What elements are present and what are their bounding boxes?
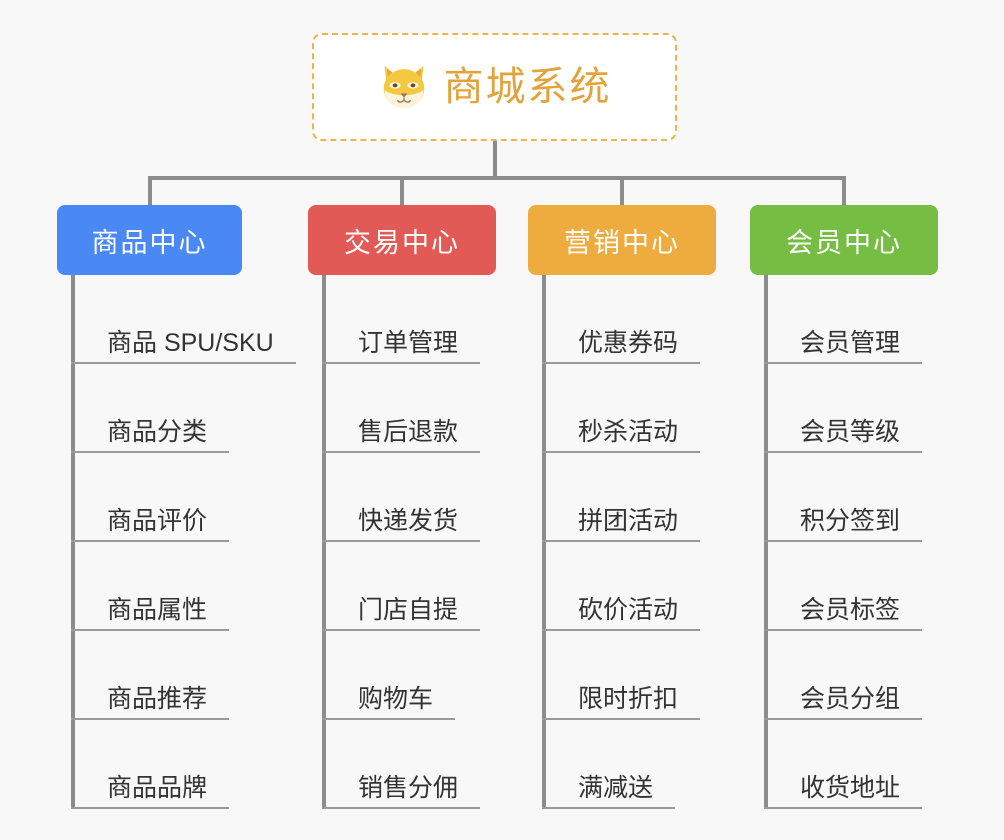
leaf-item[interactable]: 商品推荐 bbox=[71, 631, 229, 720]
leaf-label: 快递发货 bbox=[358, 507, 459, 536]
root-title: 商城系统 bbox=[443, 65, 612, 109]
leaf-label: 商品品牌 bbox=[107, 774, 208, 803]
leaf-label: 商品推荐 bbox=[107, 685, 208, 714]
leaf-item[interactable]: 商品品牌 bbox=[71, 720, 229, 809]
connector-drop-4 bbox=[842, 176, 846, 206]
leaf-label: 商品分类 bbox=[107, 418, 208, 447]
branch-trunk-member bbox=[764, 275, 768, 809]
leaf-item[interactable]: 优惠券码 bbox=[542, 275, 700, 364]
branch-trunk-trade bbox=[322, 275, 326, 809]
branch-column-member: 会员中心 会员管理 会员等级 积分签到 会员标签 会员分组 收货地址 bbox=[750, 205, 970, 809]
leaf-label: 积分签到 bbox=[800, 507, 901, 536]
root-node[interactable]: 商城系统 bbox=[312, 33, 677, 141]
leaf-item[interactable]: 快递发货 bbox=[322, 453, 480, 542]
branch-header-label: 商品中心 bbox=[91, 227, 208, 258]
branch-trunk-marketing bbox=[542, 275, 546, 809]
branch-header-label: 营销中心 bbox=[564, 227, 680, 258]
leaf-item[interactable]: 积分签到 bbox=[764, 453, 922, 542]
leaf-label: 秒杀活动 bbox=[578, 418, 679, 447]
leaf-label: 商品属性 bbox=[107, 596, 208, 625]
leaf-label: 售后退款 bbox=[358, 418, 459, 447]
leaf-label: 门店自提 bbox=[358, 596, 459, 625]
branch-header-label: 会员中心 bbox=[786, 227, 902, 258]
leaf-item[interactable]: 会员标签 bbox=[764, 542, 922, 631]
leaf-item[interactable]: 售后退款 bbox=[322, 364, 480, 453]
leaf-label: 优惠券码 bbox=[578, 329, 679, 358]
leaf-item[interactable]: 订单管理 bbox=[322, 275, 480, 364]
leaf-item[interactable]: 商品评价 bbox=[71, 453, 229, 542]
leaf-item[interactable]: 会员分组 bbox=[764, 631, 922, 720]
leaf-label: 会员管理 bbox=[800, 329, 901, 358]
leaf-label: 拼团活动 bbox=[578, 507, 679, 536]
branch-column-marketing: 营销中心 优惠券码 秒杀活动 拼团活动 砍价活动 限时折扣 满减送 bbox=[528, 205, 748, 809]
leaf-item[interactable]: 会员等级 bbox=[764, 364, 922, 453]
leaf-label: 会员分组 bbox=[800, 685, 901, 714]
branch-header-member[interactable]: 会员中心 bbox=[750, 205, 938, 275]
branch-column-trade: 交易中心 订单管理 售后退款 快递发货 门店自提 购物车 销售分佣 bbox=[308, 205, 528, 809]
connector-drop-1 bbox=[148, 176, 152, 206]
leaf-label: 会员等级 bbox=[800, 418, 901, 447]
shiba-dog-face-icon bbox=[383, 65, 424, 109]
leaf-item[interactable]: 门店自提 bbox=[322, 542, 480, 631]
leaf-item[interactable]: 购物车 bbox=[322, 631, 455, 720]
branch-trunk-product bbox=[71, 275, 75, 809]
leaf-label: 限时折扣 bbox=[578, 685, 679, 714]
branch-header-product[interactable]: 商品中心 bbox=[57, 205, 242, 275]
leaf-item[interactable]: 满减送 bbox=[542, 720, 675, 809]
leaf-label: 收货地址 bbox=[800, 774, 901, 803]
leaf-item[interactable]: 销售分佣 bbox=[322, 720, 480, 809]
leaf-item[interactable]: 限时折扣 bbox=[542, 631, 700, 720]
leaf-item[interactable]: 商品 SPU/SKU bbox=[71, 275, 296, 364]
leaf-item[interactable]: 秒杀活动 bbox=[542, 364, 700, 453]
leaf-item[interactable]: 会员管理 bbox=[764, 275, 922, 364]
connector-drop-3 bbox=[620, 176, 624, 206]
leaf-label: 商品评价 bbox=[107, 507, 208, 536]
branch-header-label: 交易中心 bbox=[344, 227, 460, 258]
leaf-item[interactable]: 商品分类 bbox=[71, 364, 229, 453]
leaf-label: 购物车 bbox=[358, 685, 434, 714]
leaf-label: 满减送 bbox=[578, 774, 654, 803]
leaf-item[interactable]: 砍价活动 bbox=[542, 542, 700, 631]
connector-horizontal-bus bbox=[148, 176, 846, 180]
leaf-label: 砍价活动 bbox=[578, 596, 679, 625]
branch-header-marketing[interactable]: 营销中心 bbox=[528, 205, 716, 275]
branch-column-product: 商品中心 商品 SPU/SKU 商品分类 商品评价 商品属性 商品推荐 商品品牌 bbox=[57, 205, 296, 809]
connector-root-stem bbox=[493, 141, 497, 178]
leaf-item[interactable]: 拼团活动 bbox=[542, 453, 700, 542]
leaf-label: 会员标签 bbox=[800, 596, 901, 625]
leaf-item[interactable]: 收货地址 bbox=[764, 720, 922, 809]
connector-drop-2 bbox=[400, 176, 404, 206]
branch-header-trade[interactable]: 交易中心 bbox=[308, 205, 496, 275]
leaf-label: 销售分佣 bbox=[358, 774, 459, 803]
leaf-label: 商品 SPU/SKU bbox=[107, 329, 274, 358]
leaf-label: 订单管理 bbox=[358, 329, 459, 358]
leaf-item[interactable]: 商品属性 bbox=[71, 542, 229, 631]
